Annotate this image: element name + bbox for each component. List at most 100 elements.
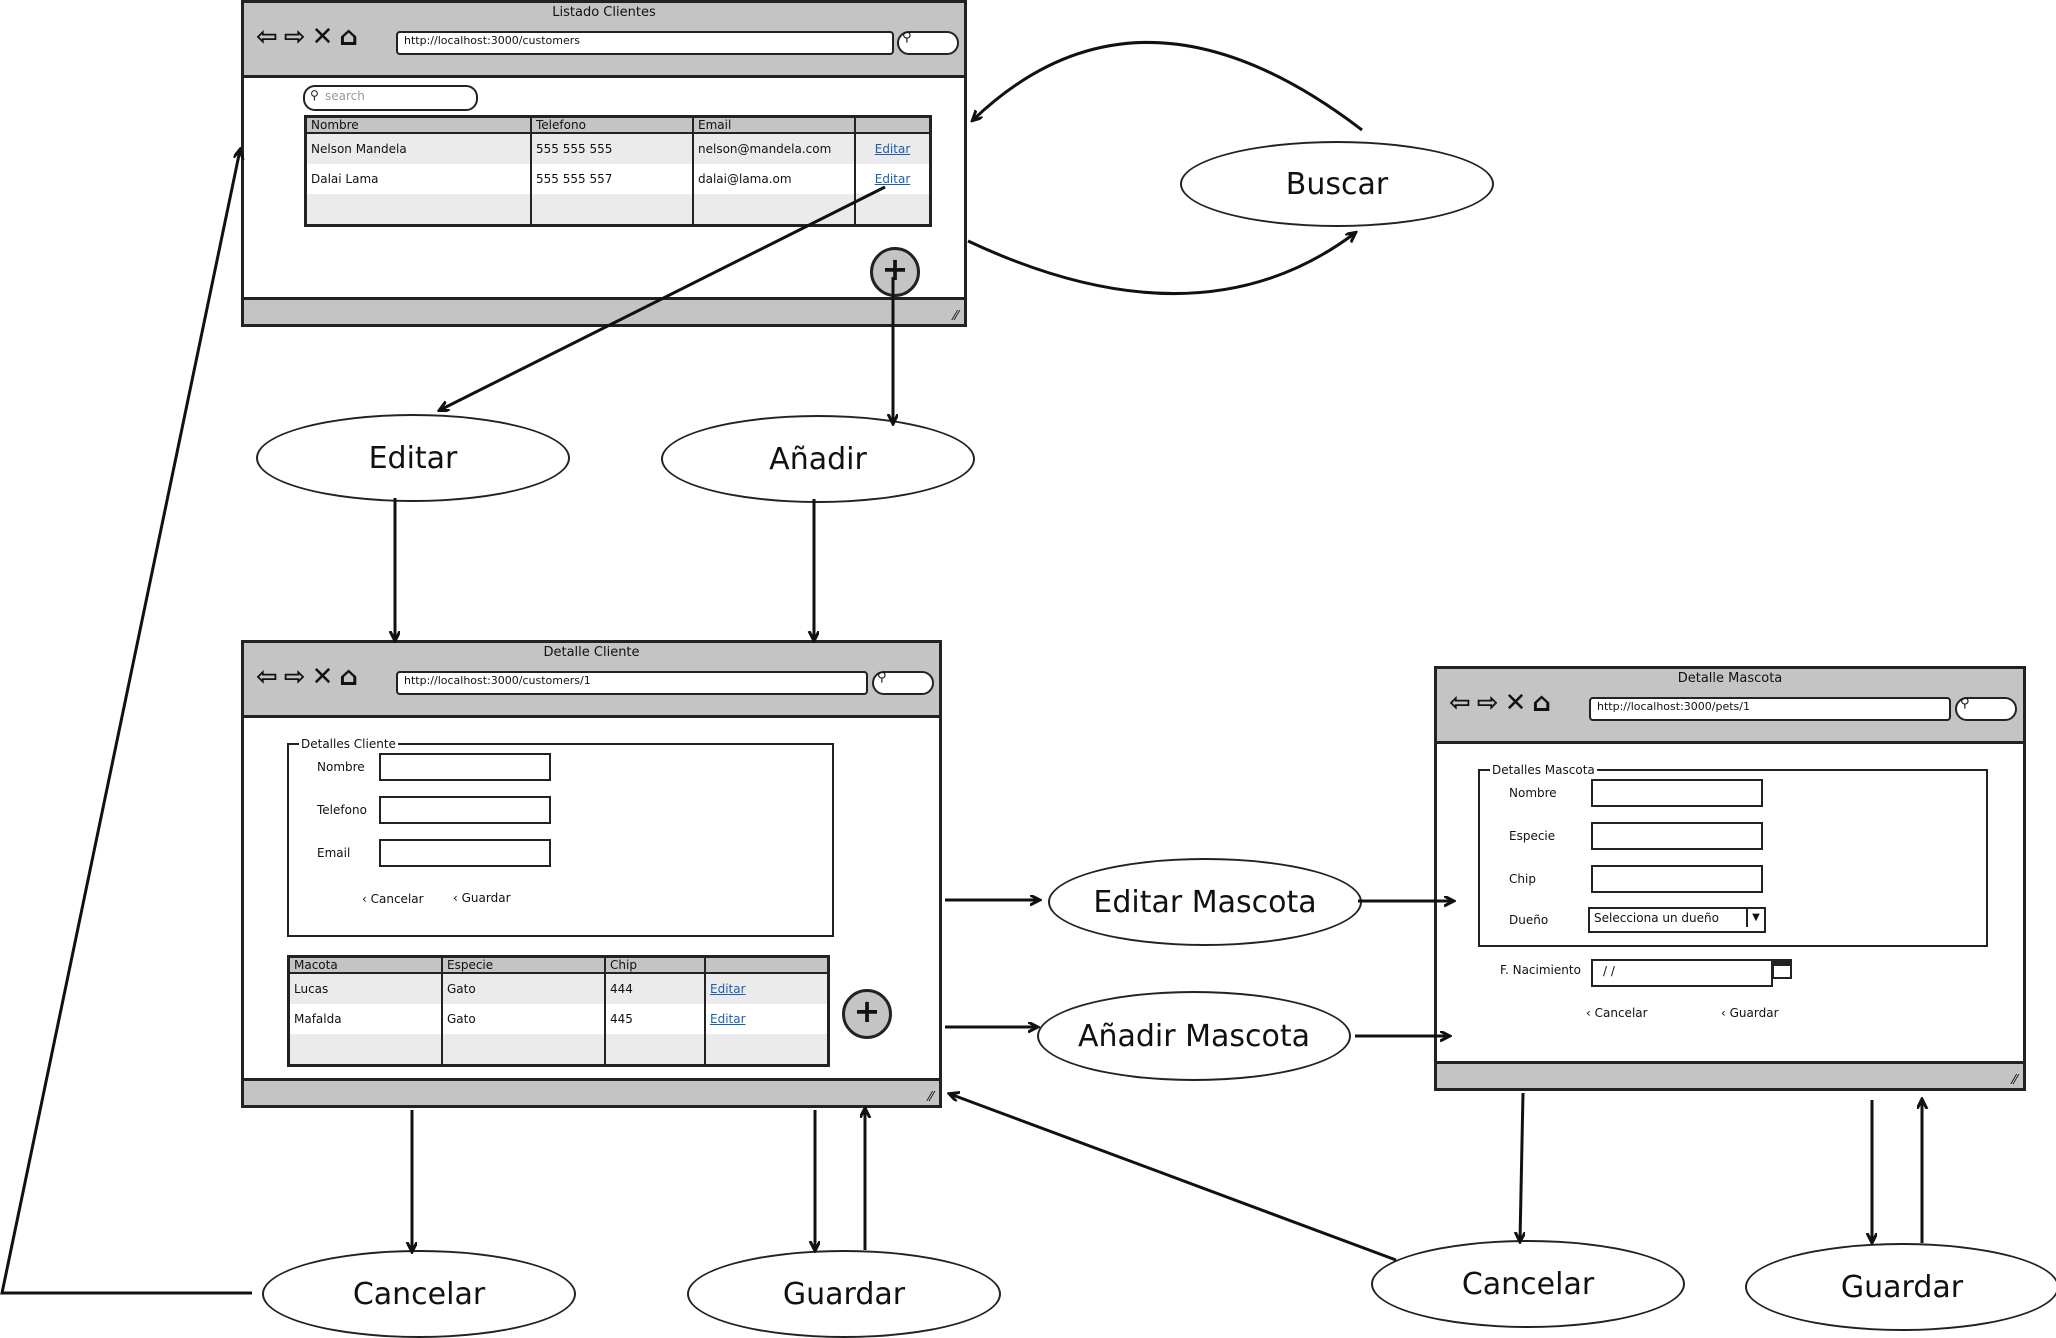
url-bar[interactable]: http://localhost:3000/customers/1: [396, 671, 868, 695]
cell-action: Editar: [855, 164, 931, 194]
table-row: Mafalda Gato 445 Editar: [288, 1004, 829, 1034]
pet-details-fieldset: Detalles Mascota: [1478, 763, 1988, 947]
cancel-button[interactable]: ‹ Cancelar: [362, 892, 424, 906]
column-header-chip: Chip: [605, 956, 706, 974]
customer-details-fieldset: Detalles Cliente: [287, 737, 834, 937]
home-icon[interactable]: ⌂: [339, 662, 359, 692]
fieldset-legend: Detalles Mascota: [1492, 763, 1595, 777]
resize-grip-icon[interactable]: ⁄⁄: [953, 309, 958, 324]
plus-icon: +: [881, 250, 909, 288]
url-bar[interactable]: http://localhost:3000/pets/1: [1589, 697, 1951, 721]
telefono-field[interactable]: [379, 796, 551, 824]
home-icon[interactable]: ⌂: [1532, 688, 1552, 718]
edit-link[interactable]: Editar: [710, 982, 746, 996]
cell-chip: 444: [605, 973, 706, 1004]
column-header-actions: [855, 116, 931, 134]
window-title: Listado Clientes: [552, 5, 656, 20]
pet-detail-window: Detalle Mascota ⇦ ⇨ ✕ ⌂ http://localhost…: [1434, 666, 2026, 1091]
label-especie: Especie: [1509, 829, 1556, 843]
resize-grip-icon[interactable]: ⁄⁄: [928, 1090, 933, 1105]
window-toolbar: Detalle Cliente ⇦ ⇨ ✕ ⌂ http://localhost…: [244, 643, 939, 718]
label-chip: Chip: [1509, 872, 1536, 886]
back-arrow-icon[interactable]: ⇦: [256, 662, 278, 692]
window-toolbar: Detalle Mascota ⇦ ⇨ ✕ ⌂ http://localhost…: [1437, 669, 2023, 744]
edit-link[interactable]: Editar: [874, 142, 911, 156]
arrow-cancelar-to-list: [0, 150, 252, 1295]
forward-arrow-icon[interactable]: ⇨: [1476, 688, 1499, 718]
flow-node-guardar-mascota: Guardar: [1745, 1243, 2056, 1331]
column-header-telefono: Telefono: [531, 116, 694, 134]
especie-field[interactable]: [1591, 822, 1763, 850]
resize-grip-icon[interactable]: ⁄⁄: [2012, 1073, 2017, 1088]
window-title: Detalle Cliente: [543, 645, 640, 660]
cell-mascota: Mafalda: [288, 1004, 443, 1034]
owner-select[interactable]: Selecciona un dueño ▼: [1588, 907, 1766, 933]
close-icon[interactable]: ✕: [1504, 688, 1527, 718]
url-search-button[interactable]: ⚲: [872, 670, 934, 695]
cancel-button[interactable]: ‹ Cancelar: [1586, 1006, 1648, 1020]
chevron-left-icon: ‹: [1586, 1006, 1595, 1020]
table-row-empty: [288, 1034, 829, 1066]
forward-arrow-icon[interactable]: ⇨: [283, 22, 306, 52]
nombre-field[interactable]: [379, 753, 551, 781]
cell-especie: Gato: [442, 1004, 606, 1034]
window-toolbar: Listado Clientes ⇦ ⇨ ✕ ⌂ http://localhos…: [244, 3, 964, 78]
table-header: Nombre Telefono Email: [305, 116, 931, 134]
arrow-buscar-to-list: [973, 41, 1363, 132]
table-row: Lucas Gato 444 Editar: [288, 973, 829, 1004]
cell-action: Editar: [705, 973, 829, 1004]
url-bar[interactable]: http://localhost:3000/customers: [396, 31, 894, 55]
chip-field[interactable]: [1591, 865, 1763, 893]
table-row: Nelson Mandela 555 555 555 nelson@mandel…: [305, 133, 931, 164]
plus-icon: +: [853, 992, 881, 1030]
table-header: Macota Especie Chip: [288, 956, 829, 974]
label-dueno: Dueño: [1509, 913, 1549, 927]
chevron-left-icon: ‹: [453, 891, 462, 905]
flow-node-anadir: Añadir: [661, 415, 975, 503]
search-icon: ⚲: [1960, 696, 1970, 711]
flow-node-anadir-mascota: Añadir Mascota: [1037, 991, 1351, 1081]
back-arrow-icon[interactable]: ⇦: [256, 22, 278, 52]
search-icon: ⚲: [902, 30, 912, 45]
flow-node-editar-mascota: Editar Mascota: [1048, 858, 1362, 946]
add-pet-button[interactable]: +: [842, 989, 892, 1039]
arrow-list-to-buscar: [967, 233, 1355, 296]
add-customer-button[interactable]: +: [870, 247, 920, 297]
edit-link[interactable]: Editar: [710, 1012, 746, 1026]
nombre-field[interactable]: [1591, 779, 1763, 807]
email-field[interactable]: [379, 839, 551, 867]
search-input[interactable]: ⚲ search: [303, 85, 478, 111]
cell-nombre: Dalai Lama: [305, 164, 532, 194]
birthdate-field[interactable]: / /: [1591, 959, 1773, 987]
cell-nombre: Nelson Mandela: [305, 133, 532, 164]
edit-link[interactable]: Editar: [874, 172, 911, 186]
cell-chip: 445: [605, 1004, 706, 1034]
save-button[interactable]: ‹ Guardar: [1721, 1006, 1779, 1020]
window-statusbar: ⁄⁄: [244, 1078, 939, 1105]
calendar-icon[interactable]: [1772, 959, 1792, 979]
home-icon[interactable]: ⌂: [339, 22, 359, 52]
cell-email: dalai@lama.om: [693, 164, 856, 194]
url-search-button[interactable]: ⚲: [897, 30, 959, 55]
chevron-left-icon: ‹: [1721, 1006, 1730, 1020]
search-icon: ⚲: [310, 88, 319, 102]
cell-action: Editar: [855, 133, 931, 164]
pets-table: Macota Especie Chip Lucas Gato 444 Edita…: [287, 955, 830, 1067]
window-title: Detalle Mascota: [1677, 671, 1783, 686]
forward-arrow-icon[interactable]: ⇨: [283, 662, 306, 692]
cell-mascota: Lucas: [288, 973, 443, 1004]
column-header-mascota: Macota: [288, 956, 443, 974]
url-search-button[interactable]: ⚲: [1955, 696, 2017, 721]
close-icon[interactable]: ✕: [311, 662, 334, 692]
column-header-especie: Especie: [442, 956, 606, 974]
close-icon[interactable]: ✕: [311, 22, 334, 52]
cell-action: Editar: [705, 1004, 829, 1034]
label-email: Email: [317, 846, 351, 860]
cell-telefono: 555 555 555: [531, 133, 694, 164]
label-nombre: Nombre: [1509, 786, 1557, 800]
label-nombre: Nombre: [317, 760, 365, 774]
back-arrow-icon[interactable]: ⇦: [1449, 688, 1471, 718]
flow-node-buscar: Buscar: [1180, 141, 1494, 227]
save-button[interactable]: ‹ Guardar: [453, 891, 511, 905]
window-statusbar: ⁄⁄: [1437, 1061, 2023, 1088]
